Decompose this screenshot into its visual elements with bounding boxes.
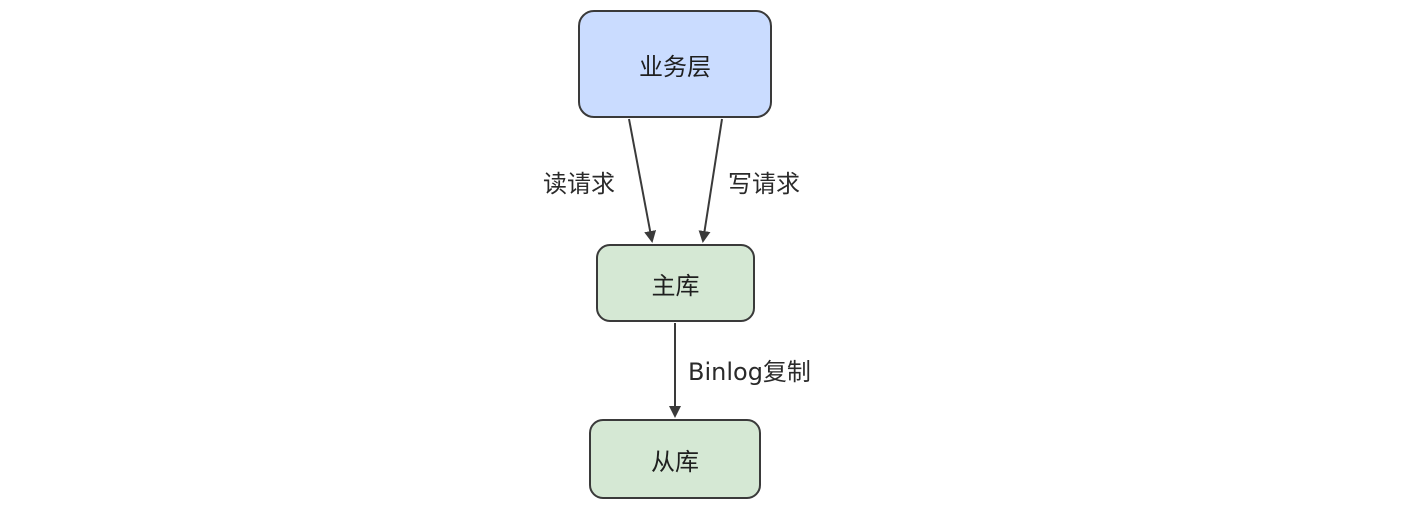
slave-db-label: 从库: [651, 447, 699, 476]
write-request-arrow: [698, 118, 723, 243]
master-db-label: 主库: [651, 271, 700, 300]
write-request-label: 写请求: [728, 170, 800, 198]
slave-db-node: 从库: [589, 419, 761, 499]
business-layer-node: 业务层: [578, 10, 772, 118]
business-layer-label: 业务层: [639, 52, 711, 81]
read-request-label: 读请求: [543, 170, 615, 198]
read-request-arrow: [628, 118, 657, 243]
master-db-node: 主库: [596, 244, 755, 322]
binlog-replication-label: Binlog复制: [688, 358, 811, 386]
